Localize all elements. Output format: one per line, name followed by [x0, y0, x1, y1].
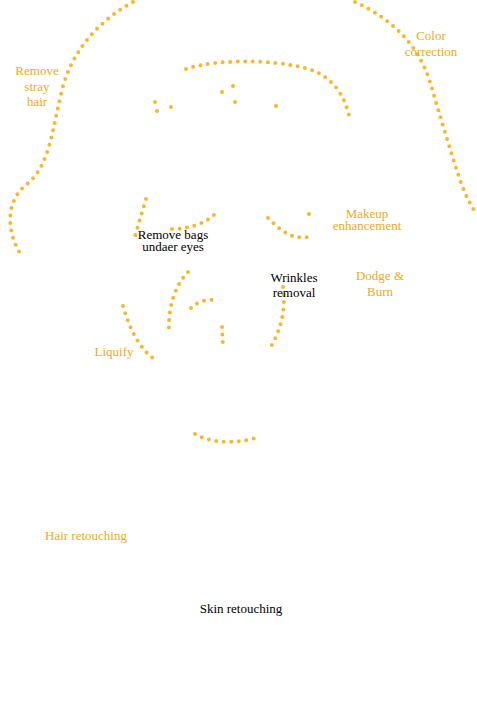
- callout-label: Skin retouching: [200, 601, 283, 616]
- callout-label: Makeup enhancement: [333, 208, 402, 231]
- callout-label: Remove stray hair: [15, 63, 58, 110]
- callout-label: Dodge & Burn: [352, 268, 408, 300]
- callout-label: Remove bags undaer eyes: [130, 229, 216, 252]
- callout-label: Wrinkles removal: [270, 270, 317, 300]
- callout-label: Color correction: [405, 28, 458, 60]
- callout-label: Hair retouching: [45, 528, 127, 543]
- callout-label: Liquify: [95, 344, 134, 359]
